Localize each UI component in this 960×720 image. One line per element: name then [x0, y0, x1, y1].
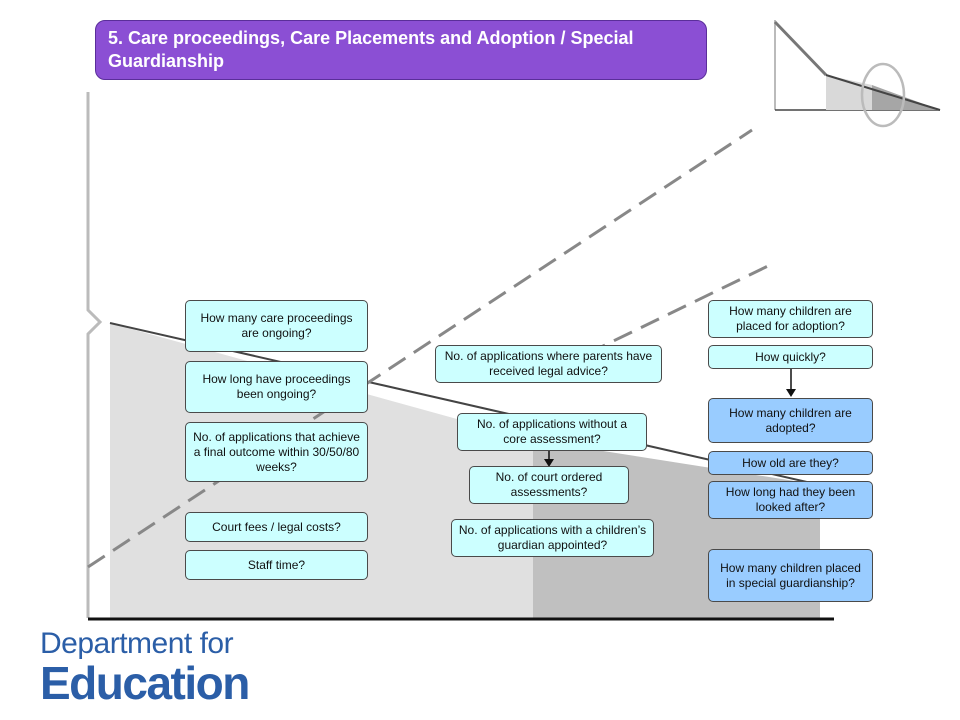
question-box: No. of applications with a children’s gu… [451, 519, 654, 557]
logo-line-2: Education [40, 657, 250, 709]
question-box: Staff time? [185, 550, 368, 580]
logo-line-1: Department for [40, 627, 234, 660]
thumbnail-diagram [773, 20, 941, 128]
question-box: How many children placed in special guar… [708, 549, 873, 602]
question-box: How long had they been looked after? [708, 481, 873, 519]
question-box: How many children are placed for adoptio… [708, 300, 873, 338]
department-for-education-logo: Department for Education [40, 627, 250, 709]
question-box: How many children are adopted? [708, 398, 873, 443]
dashed-line-upper [87, 128, 753, 569]
arrow-quickly-to-adopted [786, 368, 796, 397]
question-box: No. of applications that achieve a final… [185, 422, 368, 482]
question-box: Court fees / legal costs? [185, 512, 368, 542]
arrow-core-to-court [544, 450, 554, 467]
question-box: No. of applications without a core asses… [457, 413, 647, 451]
thumbnail-highlight-circle [860, 62, 906, 128]
question-box: How long have proceedings been ongoing? [185, 361, 368, 413]
question-box: How old are they? [708, 451, 873, 475]
question-box: How quickly? [708, 345, 873, 369]
question-box: How many care proceedings are ongoing? [185, 300, 368, 352]
question-box: No. of applications where parents have r… [435, 345, 662, 383]
y-axis [86, 92, 103, 618]
slide-title: 5. Care proceedings, Care Placements and… [95, 20, 707, 80]
question-box: No. of court ordered assessments? [469, 466, 629, 504]
